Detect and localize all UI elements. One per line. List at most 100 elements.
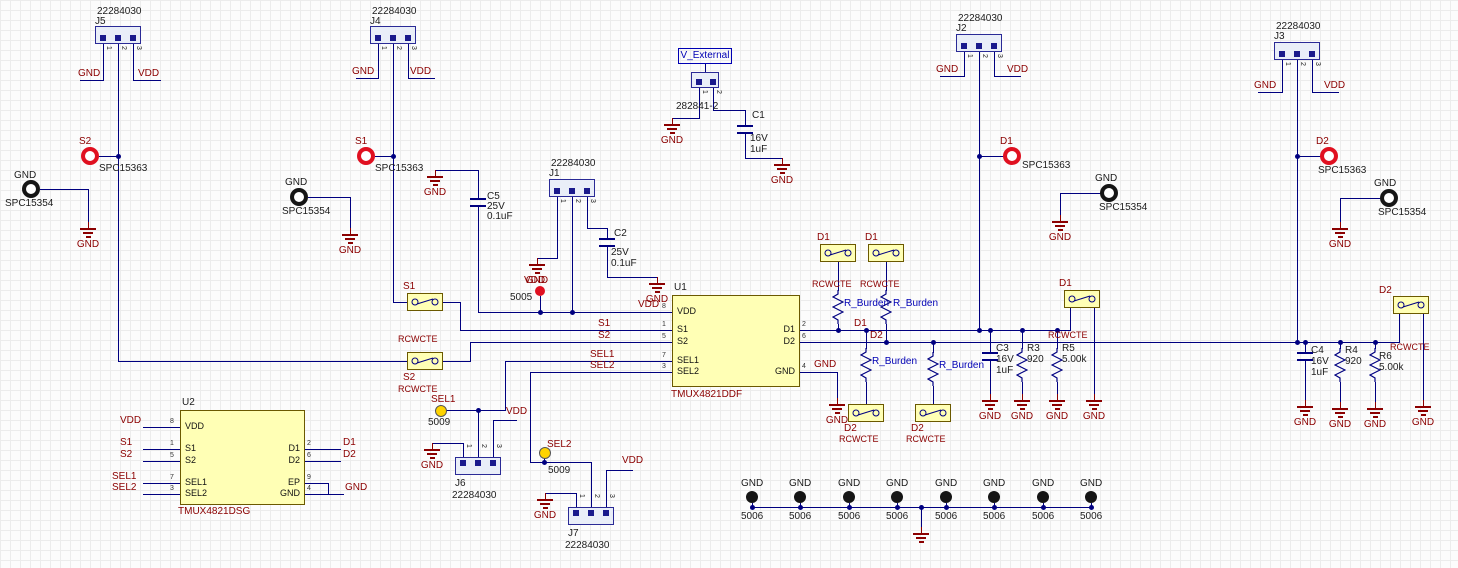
ground-symbol[interactable]	[774, 164, 790, 166]
capacitor-C3[interactable]	[982, 352, 998, 354]
jumper-D1[interactable]	[1064, 290, 1100, 308]
ground-symbol[interactable]	[1415, 406, 1431, 408]
ground-symbol[interactable]	[835, 412, 840, 414]
ground-symbol[interactable]	[1338, 416, 1343, 418]
ground-symbol[interactable]	[83, 232, 93, 234]
wire-segment[interactable]	[537, 258, 558, 259]
connector-pin[interactable]	[103, 44, 104, 58]
wire-segment[interactable]	[118, 58, 119, 362]
wire-segment[interactable]	[591, 462, 592, 494]
wire-segment[interactable]	[432, 443, 464, 444]
ic-pin[interactable]	[305, 461, 317, 462]
ic-pin[interactable]	[800, 372, 812, 373]
ground-symbol[interactable]	[1338, 236, 1343, 238]
wire-segment[interactable]	[143, 449, 181, 450]
ground-symbol[interactable]	[1418, 410, 1428, 412]
wire-segment[interactable]	[308, 197, 351, 198]
wire-segment[interactable]	[408, 58, 409, 79]
jack-GND[interactable]	[1100, 184, 1118, 202]
wire-segment[interactable]	[1340, 382, 1341, 403]
ground-symbol[interactable]	[1370, 412, 1380, 414]
ground-symbol[interactable]	[543, 507, 548, 509]
jumper-D1[interactable]	[820, 244, 856, 262]
wire-segment[interactable]	[606, 470, 633, 471]
wire-segment[interactable]	[1297, 74, 1298, 343]
connector-pin[interactable]	[378, 44, 379, 58]
wire-segment[interactable]	[1022, 330, 1023, 349]
capacitor-C4[interactable]	[1297, 359, 1313, 361]
wire-segment[interactable]	[990, 359, 991, 395]
wire-segment[interactable]	[443, 302, 461, 303]
wire-segment[interactable]	[572, 211, 573, 313]
capacitor-C2[interactable]	[599, 238, 615, 240]
capacitor-C5[interactable]	[470, 198, 486, 200]
ground-symbol[interactable]	[985, 404, 995, 406]
ic-pin[interactable]	[660, 312, 672, 313]
wire-segment[interactable]	[745, 132, 746, 159]
wire-segment[interactable]	[1094, 308, 1095, 395]
wire-segment[interactable]	[328, 483, 329, 495]
connector-pin[interactable]	[994, 52, 995, 66]
connector-pin[interactable]	[557, 197, 558, 211]
ground-symbol[interactable]	[921, 527, 922, 533]
wire-segment[interactable]	[470, 342, 471, 362]
wire-segment[interactable]	[979, 156, 1004, 157]
ground-symbol[interactable]	[667, 128, 677, 130]
wire-segment[interactable]	[478, 410, 479, 444]
wire-segment[interactable]	[530, 372, 661, 373]
jack-GND[interactable]	[290, 188, 308, 206]
wire-segment[interactable]	[1060, 193, 1101, 194]
resistor-R3[interactable]	[1015, 348, 1029, 382]
ground-symbol[interactable]	[672, 118, 673, 124]
wire-segment[interactable]	[530, 372, 531, 463]
wire-segment[interactable]	[1282, 74, 1283, 93]
resistor-R_Burden[interactable]	[879, 290, 893, 324]
wire-segment[interactable]	[713, 100, 714, 111]
ground-symbol[interactable]	[1014, 400, 1030, 402]
wire-segment[interactable]	[1057, 330, 1058, 349]
wire-segment[interactable]	[350, 197, 351, 229]
wire-segment[interactable]	[979, 66, 980, 331]
wire-segment[interactable]	[540, 296, 541, 313]
ground-symbol[interactable]	[1094, 394, 1095, 400]
wire-segment[interactable]	[1070, 308, 1071, 331]
power-port-v-external[interactable]: V_External	[678, 48, 732, 64]
connector-pin[interactable]	[463, 443, 464, 457]
ground-symbol[interactable]	[1022, 394, 1023, 400]
ground-symbol[interactable]	[1300, 410, 1310, 412]
ground-symbol[interactable]	[88, 222, 89, 228]
jumper-D2[interactable]	[848, 404, 884, 422]
wire-segment[interactable]	[607, 245, 608, 278]
ground-symbol[interactable]	[1092, 408, 1097, 410]
jack-S2[interactable]	[81, 147, 99, 165]
wire-segment[interactable]	[356, 78, 379, 79]
ground-symbol[interactable]	[988, 408, 993, 410]
wire-segment[interactable]	[838, 324, 839, 331]
ic-pin[interactable]	[305, 483, 317, 484]
wire-segment[interactable]	[587, 211, 588, 229]
wire-segment[interactable]	[1312, 74, 1313, 93]
wire-segment[interactable]	[408, 78, 435, 79]
capacitor-C4[interactable]	[1297, 352, 1313, 354]
jumper-S2[interactable]	[407, 352, 443, 370]
ground-symbol[interactable]	[529, 264, 545, 266]
wire-segment[interactable]	[713, 110, 746, 111]
wire-segment[interactable]	[1057, 382, 1058, 395]
ground-symbol[interactable]	[1375, 402, 1376, 408]
wire-segment[interactable]	[1258, 92, 1283, 93]
jack-S1[interactable]	[357, 147, 375, 165]
ground-symbol[interactable]	[537, 499, 553, 501]
resistor-R4[interactable]	[1333, 348, 1347, 382]
resistor-R5[interactable]	[1050, 348, 1064, 382]
wire-segment[interactable]	[118, 361, 408, 362]
wire-segment[interactable]	[838, 262, 839, 291]
wire-segment[interactable]	[435, 170, 479, 171]
ground-symbol[interactable]	[1305, 400, 1306, 406]
connector-pin[interactable]	[118, 44, 119, 58]
ground-symbol[interactable]	[1049, 400, 1065, 402]
capacitor-C2[interactable]	[599, 245, 615, 247]
wire-segment[interactable]	[470, 342, 661, 343]
ground-symbol[interactable]	[780, 172, 785, 174]
wire-segment[interactable]	[505, 361, 506, 411]
wire-segment[interactable]	[1060, 193, 1061, 216]
